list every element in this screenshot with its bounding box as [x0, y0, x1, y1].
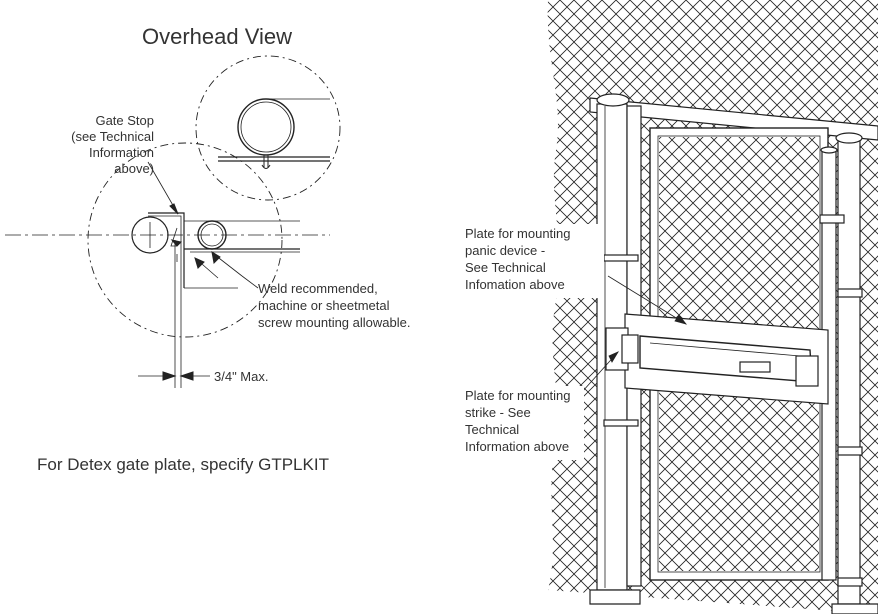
gate-stop-label-3: Information [89, 145, 154, 160]
strike-plate-label-1: Plate for mounting [465, 388, 571, 403]
right-post-upright [837, 139, 861, 605]
left-post [131, 216, 169, 254]
panic-plate-label-1: Plate for mounting [465, 226, 571, 241]
gate-stop-label-2: (see Technical [71, 129, 154, 144]
gate-stop-label-1: Gate Stop [95, 113, 154, 128]
dimension-label: 3/4" Max. [214, 369, 268, 384]
panic-plate-label-2: panic device - [465, 243, 545, 258]
gate-plate-note: For Detex gate plate, specify GTPLKIT [37, 455, 329, 474]
strike-plate-label-3: Technical [465, 422, 519, 437]
right-post-cap [835, 132, 863, 144]
panic-label-bg [462, 224, 604, 298]
left-post-cap [596, 93, 630, 107]
weld-label-3: screw mounting allowable. [258, 315, 410, 330]
hinge-3 [837, 446, 863, 456]
left-base-plate [589, 589, 641, 605]
hinge-2 [837, 288, 863, 298]
push-pad [739, 361, 771, 373]
end-cap [795, 355, 819, 387]
hinge-4 [837, 577, 863, 587]
weld-label-1: Weld recommended, [258, 281, 378, 296]
weld-label-2: machine or sheetmetal [258, 298, 390, 313]
dimension-marker [138, 371, 210, 381]
overhead-view-title: Overhead View [142, 24, 292, 49]
panic-plate-label-3: See Technical [465, 260, 546, 275]
gate-stop-label-4: above) [114, 161, 154, 176]
detail-circle-zoom [195, 55, 341, 201]
hinge-1 [819, 214, 845, 224]
strike-plate-label-2: strike - See [465, 405, 531, 420]
gate-stop-bracket [148, 212, 185, 288]
latch-head [621, 334, 639, 364]
zoom-post [218, 98, 330, 169]
overhead-view: Overhead View [5, 24, 410, 474]
strike-label-bg [462, 386, 584, 460]
detail-circle-large [87, 142, 283, 338]
strike-plate-label-4: Information above [465, 439, 569, 454]
gate-view: Plate for mounting panic device - See Te… [462, 0, 878, 614]
panic-plate-label-4: Infomation above [465, 277, 565, 292]
